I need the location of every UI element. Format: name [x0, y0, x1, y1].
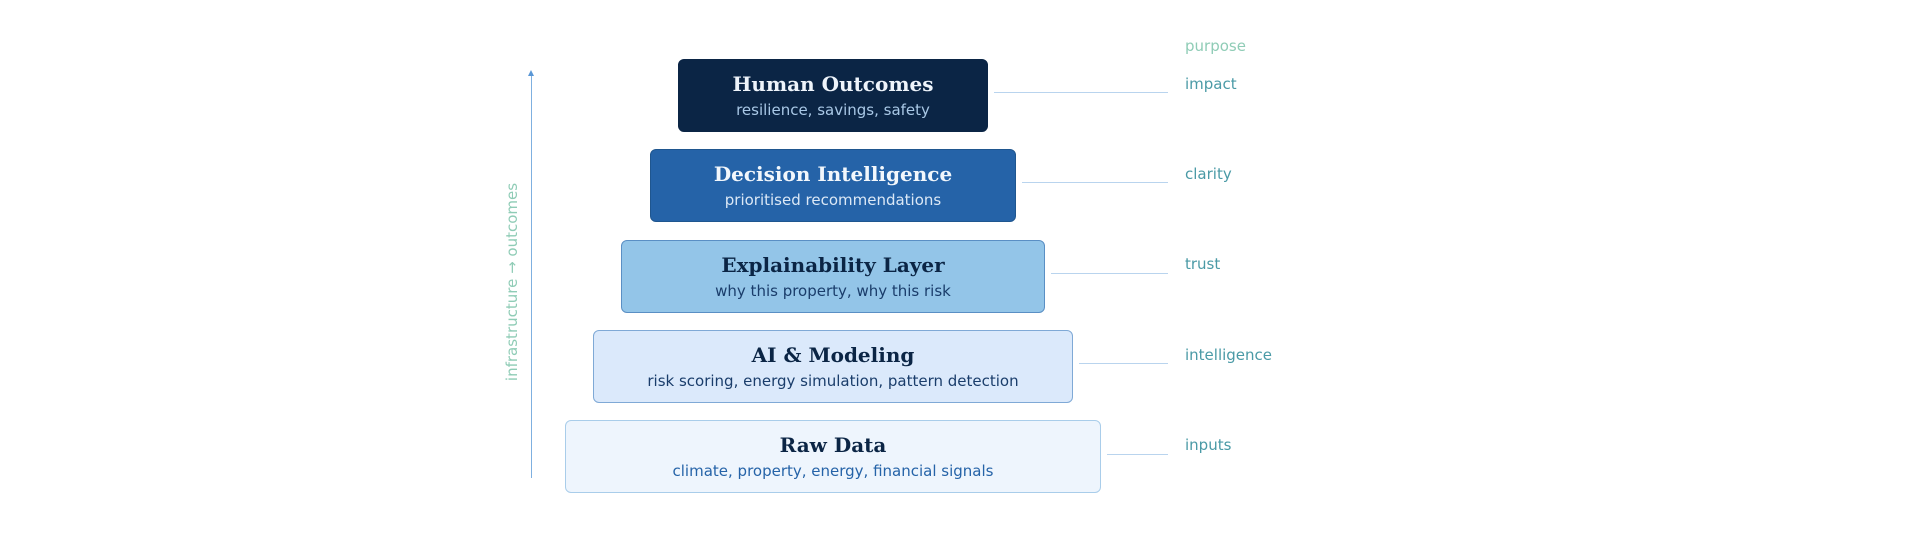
axis-line	[531, 76, 532, 478]
layer-title: Human Outcomes	[732, 72, 934, 96]
connector-line	[994, 92, 1168, 93]
purpose-column-header: purpose	[1185, 37, 1246, 55]
layer-subtitle: climate, property, energy, financial sig…	[672, 462, 994, 480]
layer-title: Explainability Layer	[721, 253, 945, 277]
axis-arrow-icon	[528, 70, 534, 76]
layer-title: Raw Data	[779, 433, 887, 457]
layer-subtitle: prioritised recommendations	[724, 191, 942, 209]
connector-line	[1107, 454, 1168, 455]
purpose-label-inputs: inputs	[1185, 436, 1232, 454]
layer-subtitle: why this property, why this risk	[715, 282, 951, 300]
layer-human-outcomes: Human Outcomes resilience, savings, safe…	[678, 59, 988, 132]
purpose-label-clarity: clarity	[1185, 165, 1232, 183]
connector-line	[1051, 273, 1168, 274]
axis-label: infrastructure → outcomes	[503, 182, 521, 382]
connector-line	[1079, 363, 1168, 364]
purpose-label-impact: impact	[1185, 75, 1237, 93]
purpose-label-trust: trust	[1185, 255, 1221, 273]
layer-ai-modeling: AI & Modeling risk scoring, energy simul…	[593, 330, 1073, 403]
layer-title: AI & Modeling	[751, 343, 915, 367]
layer-decision-intelligence: Decision Intelligence prioritised recomm…	[650, 149, 1016, 222]
connector-line	[1022, 182, 1168, 183]
layer-subtitle: resilience, savings, safety	[736, 101, 930, 119]
layer-title: Decision Intelligence	[713, 162, 953, 186]
layer-explainability: Explainability Layer why this property, …	[621, 240, 1045, 313]
layer-raw-data: Raw Data climate, property, energy, fina…	[565, 420, 1101, 493]
purpose-label-intelligence: intelligence	[1185, 346, 1273, 364]
layer-subtitle: risk scoring, energy simulation, pattern…	[647, 372, 1019, 390]
